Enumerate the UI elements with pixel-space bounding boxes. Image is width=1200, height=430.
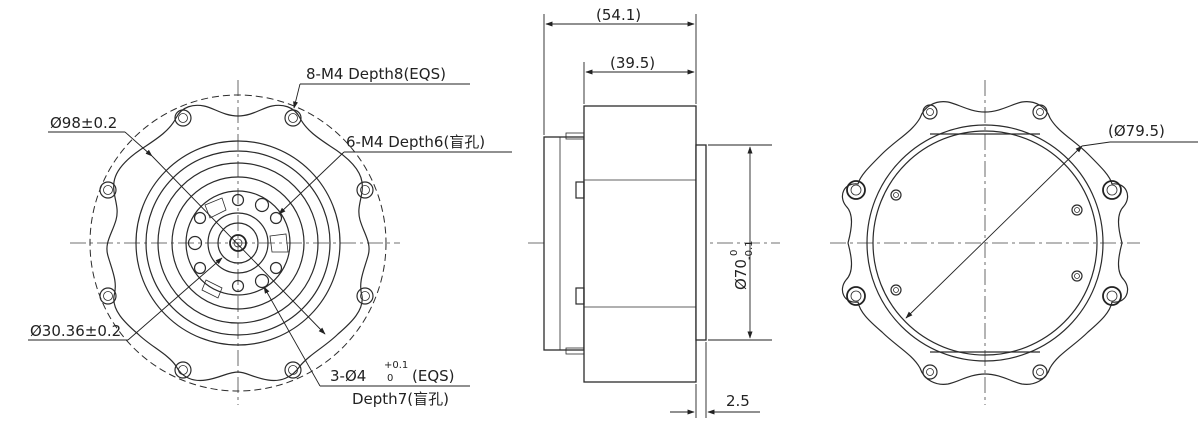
outer-hole [174,361,192,379]
dim-inner-diameter: (Ø79.5) [1108,122,1165,140]
front-ring-4 [171,176,305,310]
callout-pin-holes-tol-upper: +0.1 [384,360,408,371]
front-ring-3 [157,162,319,324]
leader-inner-holes [278,151,345,215]
front-pin-holes [187,197,270,289]
front-slot [269,233,289,253]
side-view: (54.1) (39.5) Ø70 0 -0.1 2.5 [528,6,780,418]
dim-overall-length: (54.1) [596,6,641,24]
outer-hole [356,287,374,305]
front-flange-outline [106,104,370,382]
leader-outer-diameter-through [151,155,326,335]
callout-pin-holes-suffix: (EQS) [412,367,455,385]
front-bore-inner [217,222,259,264]
side-connector-bottom [575,287,585,305]
dim-step-length: 2.5 [726,392,750,410]
dim-diameter-tol-lower: -0.1 [744,240,755,260]
rear-ring-outer [866,124,1104,362]
leader-inner-diameter [1081,141,1111,147]
front-inner-holes [193,193,283,293]
rear-view: (Ø79.5) [830,80,1198,405]
front-bolt-circle [89,94,387,392]
front-ring-outer [135,140,341,346]
front-ring-5 [185,190,291,296]
rear-ring-inner [872,130,1098,356]
front-ring-2 [145,150,331,336]
dim-body-length: (39.5) [610,54,655,72]
outer-hole [284,109,302,127]
callout-pin-holes-tol-lower: 0 [387,373,393,384]
front-bore-ring [207,212,269,274]
rear-flange-outline [841,101,1129,385]
callout-outer-holes: 8-M4 Depth8(EQS) [306,65,446,83]
leader-pin-holes [263,286,321,387]
rear-outer-holes [846,104,1122,380]
front-center-shaft [229,234,247,252]
side-connector-top [575,181,585,199]
side-output-step [695,144,707,341]
outer-hole [99,287,117,305]
leader-bore [127,257,223,341]
callout-bore: Ø30.36±0.2 [30,322,121,340]
front-slot [201,279,223,299]
outer-hole [99,181,117,199]
outer-hole [174,109,192,127]
front-view: Ø98±0.2 8-M4 Depth8(EQS) 6-M4 Depth6(盲孔)… [28,65,512,408]
leader-outer-diameter [124,131,153,157]
front-outer-holes [99,109,374,379]
dim-line-inner-diameter [905,145,1083,319]
side-left-flange [543,136,585,351]
rear-inner-screws [890,189,1083,296]
callout-outer-diameter: Ø98±0.2 [50,114,117,132]
outer-hole [284,361,302,379]
outer-hole [356,181,374,199]
front-center-core [233,238,243,248]
dim-diameter-tol-upper: 0 [729,250,740,256]
callout-pin-holes: 3-Ø4 [330,367,366,385]
callout-pin-holes-depth: Depth7(盲孔) [352,390,449,408]
callout-inner-holes: 6-M4 Depth6(盲孔) [346,133,485,151]
dim-diameter-base: Ø70 [732,259,750,290]
callout-pin-holes-main: 3-Ø4 [330,367,366,385]
side-main-body [583,105,697,383]
leader-outer-holes [293,83,301,109]
